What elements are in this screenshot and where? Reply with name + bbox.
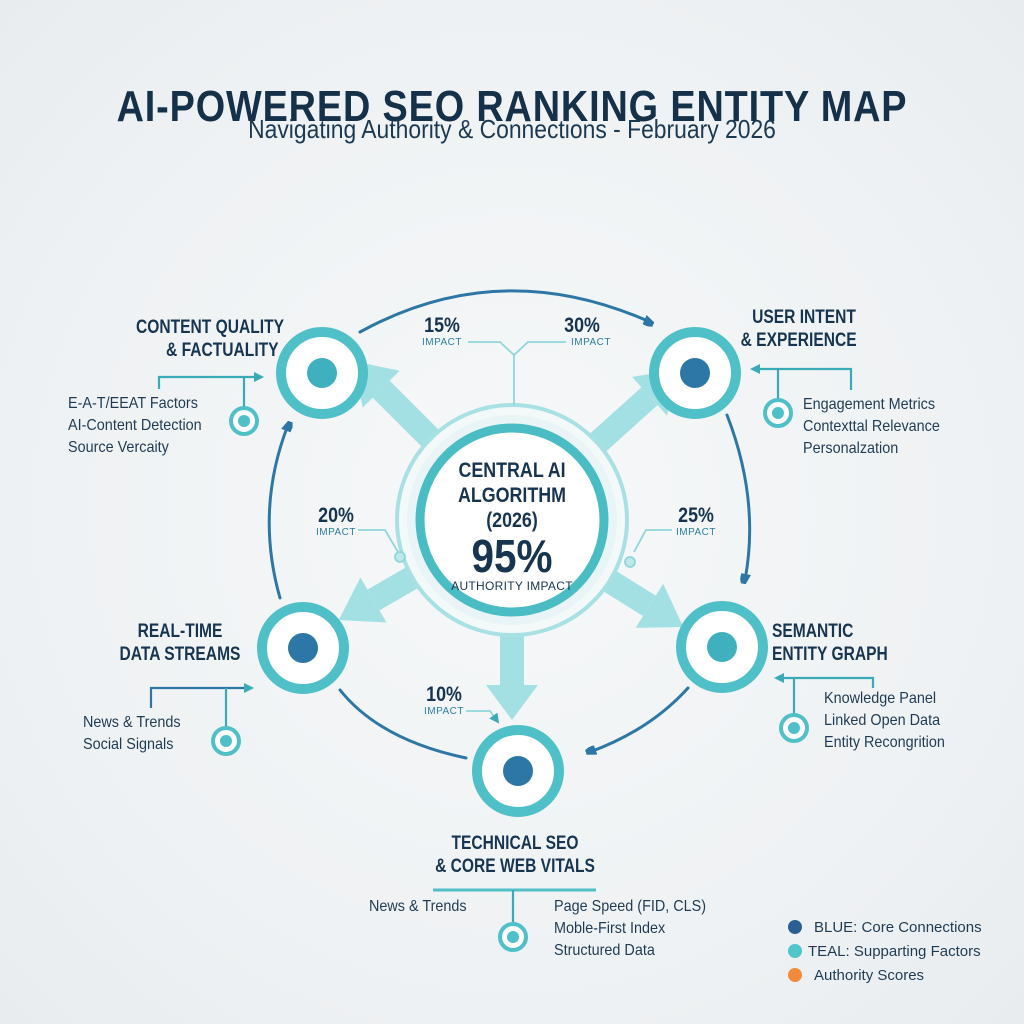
legend-item-blue: BLUE: Core Connections bbox=[788, 915, 982, 939]
authority-impact-value: 95% bbox=[471, 530, 553, 582]
arc-realtime-to-content bbox=[267, 425, 288, 600]
title-line: ENTITY GRAPH bbox=[772, 644, 888, 665]
target-icons bbox=[211, 398, 809, 952]
node-real-time bbox=[257, 602, 349, 694]
legend: BLUE: Core Connections TEAL: Supparting … bbox=[788, 915, 982, 987]
factor-list-semantic: Knowledge Panel Linked Open Data Entity … bbox=[824, 688, 945, 754]
impact-value: 30% bbox=[564, 314, 600, 337]
legend-label: Authority Scores bbox=[814, 966, 925, 984]
impact-caption: IMPACT bbox=[421, 337, 463, 348]
factor-item: Entity Recongrition bbox=[824, 734, 945, 751]
arc-technical-to-realtime bbox=[338, 688, 468, 760]
node-title-semantic: SEMANTIC ENTITY GRAPH bbox=[772, 620, 888, 666]
central-algorithm-hub bbox=[395, 403, 629, 637]
factor-list-user-intent: Engagement Metrics Contexttal Relevance … bbox=[803, 394, 940, 460]
impact-label-user: 30% IMPACT bbox=[550, 314, 614, 349]
arc-user-to-semantic bbox=[725, 413, 752, 580]
title-line: & FACTUALITY bbox=[166, 340, 279, 361]
factor-item: Linked Open Data bbox=[824, 712, 941, 729]
impact-connector-left bbox=[358, 529, 399, 553]
factor-item: Structured Data bbox=[554, 942, 655, 959]
center-title-line3: (2026) bbox=[486, 509, 538, 532]
impact-caption: IMPACT bbox=[315, 527, 357, 538]
factor-item: Page Speed (FID, CLS) bbox=[554, 898, 707, 915]
node-content-quality bbox=[276, 327, 368, 419]
title-line: & EXPERIENCE bbox=[740, 330, 857, 351]
target-icon-semantic bbox=[779, 713, 809, 743]
impact-label-realtime: 20% IMPACT bbox=[308, 504, 364, 539]
impact-caption: IMPACT bbox=[675, 527, 717, 538]
legend-label: TEAL: Supparting Factors bbox=[808, 942, 981, 960]
node-title-real-time: REAL-TIME DATA STREAMS bbox=[119, 620, 242, 666]
target-icon-technical bbox=[498, 922, 528, 952]
impact-label-content: 15% IMPACT bbox=[412, 314, 472, 349]
legend-dot-orange-icon bbox=[788, 968, 802, 982]
legend-dot-blue-icon bbox=[788, 920, 802, 934]
factor-item: E-A-T/EEAT Factors bbox=[68, 395, 198, 412]
factor-item: News & Trends bbox=[83, 714, 181, 731]
arc-content-to-user bbox=[358, 289, 650, 334]
impact-value: 10% bbox=[426, 683, 462, 706]
node-user-intent bbox=[649, 327, 741, 419]
impact-label-technical: 10% IMPACT bbox=[416, 683, 472, 718]
legend-dot-teal-icon bbox=[788, 944, 802, 958]
target-icon-content bbox=[229, 406, 259, 436]
center-title-line1: CENTRAL AI bbox=[458, 459, 566, 482]
impact-connector-right bbox=[633, 529, 672, 553]
cycle-arrows bbox=[267, 289, 752, 760]
factor-item: News & Trends bbox=[369, 898, 467, 915]
central-algorithm-label: CENTRAL AI ALGORITHM (2026) 95% AUTHORIT… bbox=[412, 458, 612, 593]
factor-list-technical-left: News & Trends bbox=[369, 896, 467, 918]
factor-item: Knowledge Panel bbox=[824, 690, 937, 707]
arc-semantic-to-technical bbox=[590, 686, 690, 752]
title-line: TECHNICAL SEO bbox=[451, 833, 579, 854]
impact-value: 20% bbox=[318, 504, 354, 527]
node-title-content-quality: CONTENT QUALITY & FACTUALITY bbox=[128, 316, 292, 362]
factor-list-technical: Page Speed (FID, CLS) Moble-First Index … bbox=[554, 896, 706, 962]
factor-item: Engagement Metrics bbox=[803, 396, 936, 413]
page-subtitle: Navigating Authority & Connections - Feb… bbox=[248, 114, 776, 144]
title-line: & CORE WEB VITALS bbox=[435, 856, 595, 877]
factor-item: Social Signals bbox=[83, 736, 174, 753]
impact-caption: IMPACT bbox=[423, 706, 465, 717]
legend-item-orange: Authority Scores bbox=[788, 963, 982, 987]
legend-item-teal: TEAL: Supparting Factors bbox=[788, 939, 982, 963]
factor-item: Moble-First Index bbox=[554, 920, 666, 937]
impact-caption: IMPACT bbox=[570, 337, 612, 348]
target-icon-realtime bbox=[211, 726, 241, 756]
node-technical bbox=[472, 725, 564, 817]
node-title-technical: TECHNICAL SEO & CORE WEB VITALS bbox=[421, 832, 610, 878]
title-line: USER INTENT bbox=[752, 307, 856, 328]
title-line: CONTENT QUALITY bbox=[135, 317, 285, 338]
factor-list-content-quality: E-A-T/EEAT Factors AI-Content Detection … bbox=[68, 393, 202, 459]
factor-item: Contexttal Relevance bbox=[803, 418, 940, 435]
center-title-line2: ALGORITHM bbox=[457, 484, 567, 507]
node-semantic bbox=[676, 601, 768, 693]
title-line: REAL-TIME bbox=[137, 621, 223, 642]
impact-connector-bottom bbox=[466, 710, 500, 724]
factor-item: AI-Content Detection bbox=[68, 417, 202, 434]
impact-label-semantic: 25% IMPACT bbox=[668, 504, 724, 539]
node-title-user-intent: USER INTENT & EXPERIENCE bbox=[740, 306, 857, 352]
factor-list-real-time: News & Trends Social Signals bbox=[83, 712, 181, 756]
page-title: AI-POWERED SEO RANKING ENTITY MAP bbox=[116, 82, 908, 131]
title-line: SEMANTIC bbox=[772, 621, 854, 642]
impact-value: 25% bbox=[678, 504, 714, 527]
target-icon-user bbox=[763, 398, 793, 428]
impact-value: 15% bbox=[424, 314, 460, 337]
authority-impact-label: AUTHORITY IMPACT bbox=[451, 579, 573, 593]
title-line: DATA STREAMS bbox=[119, 644, 241, 665]
factor-item: Source Vercaity bbox=[68, 439, 169, 456]
factor-item: Personalzation bbox=[803, 440, 899, 457]
legend-label: BLUE: Core Connections bbox=[814, 918, 982, 936]
